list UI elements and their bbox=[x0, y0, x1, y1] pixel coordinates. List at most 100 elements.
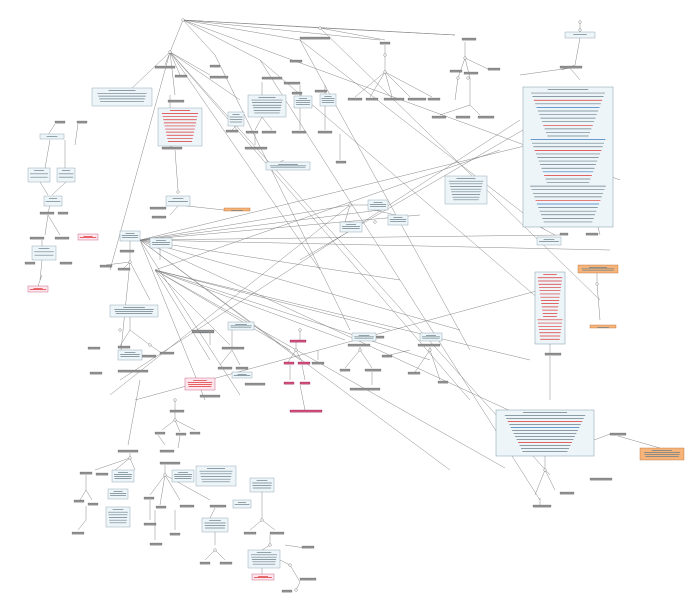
connector-edge bbox=[164, 474, 181, 501]
junction-node bbox=[373, 220, 377, 224]
info-box bbox=[249, 477, 275, 493]
info-box bbox=[319, 93, 337, 107]
connector-edge bbox=[47, 214, 61, 236]
connector-edge bbox=[154, 269, 431, 361]
connector-edge bbox=[369, 71, 386, 98]
label-bar bbox=[291, 130, 307, 134]
info-box bbox=[639, 447, 685, 461]
label-bar bbox=[347, 97, 363, 101]
info-box-frame bbox=[232, 499, 252, 509]
label-bar bbox=[349, 387, 381, 391]
info-box-frame bbox=[31, 245, 57, 261]
junction-node bbox=[318, 26, 322, 30]
info-box bbox=[265, 161, 311, 171]
label-bar bbox=[281, 589, 293, 593]
info-box-frame bbox=[231, 371, 253, 379]
connector-edge bbox=[299, 39, 546, 231]
connector-edge bbox=[289, 564, 301, 583]
label-bar bbox=[365, 97, 379, 101]
info-box bbox=[77, 233, 99, 241]
label-bar bbox=[477, 115, 495, 119]
connector-edge bbox=[154, 149, 501, 271]
node-layer bbox=[24, 18, 685, 593]
connector-edge bbox=[51, 181, 67, 196]
junction-node bbox=[348, 203, 352, 207]
info-box bbox=[227, 321, 255, 331]
label-bar bbox=[339, 368, 351, 372]
label-bar bbox=[76, 120, 88, 124]
connector-edge bbox=[457, 57, 466, 79]
label-bar bbox=[117, 369, 149, 373]
info-box bbox=[367, 199, 389, 211]
connector-edge bbox=[169, 51, 211, 76]
connector-edge bbox=[574, 37, 581, 66]
junction-node bbox=[118, 328, 122, 332]
junction-node bbox=[298, 328, 302, 332]
connector-edge bbox=[169, 51, 181, 76]
connector-edge bbox=[261, 544, 271, 551]
label-bar bbox=[437, 380, 449, 384]
connector-edge bbox=[139, 239, 206, 401]
info-box-frame bbox=[293, 95, 313, 109]
info-box bbox=[107, 488, 129, 500]
info-box-frame bbox=[119, 230, 141, 242]
junction-node bbox=[163, 473, 167, 477]
info-box-frame bbox=[589, 324, 617, 329]
connector-edge bbox=[597, 226, 601, 236]
info-box bbox=[27, 285, 49, 293]
connector-edge bbox=[299, 39, 471, 351]
connector-edge bbox=[154, 269, 346, 341]
connector-edge bbox=[154, 269, 391, 331]
junction-node bbox=[168, 50, 172, 54]
connector-edge bbox=[37, 274, 43, 287]
junction-node bbox=[578, 28, 582, 32]
info-box bbox=[111, 469, 135, 483]
connector-edge bbox=[261, 116, 273, 131]
info-box bbox=[27, 167, 51, 183]
info-box-frame bbox=[319, 93, 337, 107]
connector-edge bbox=[299, 384, 306, 411]
connector-edge bbox=[119, 119, 521, 381]
info-box-frame bbox=[339, 221, 363, 233]
label-bar bbox=[209, 64, 221, 68]
connector-edge bbox=[74, 123, 79, 146]
info-box bbox=[227, 111, 245, 127]
label-bar bbox=[283, 381, 295, 385]
junction-node bbox=[173, 418, 177, 422]
connector-edge bbox=[319, 27, 386, 41]
info-box bbox=[201, 517, 229, 533]
label-bar bbox=[139, 354, 157, 358]
label-bar bbox=[149, 542, 163, 546]
connector-edge bbox=[44, 139, 51, 169]
connector-edge bbox=[169, 205, 179, 216]
info-box bbox=[39, 133, 65, 140]
label-bar bbox=[589, 477, 613, 481]
connector-edge bbox=[359, 349, 373, 369]
label-bar bbox=[59, 261, 73, 265]
junction-node bbox=[543, 468, 547, 472]
info-box bbox=[293, 95, 313, 109]
connector-edge bbox=[519, 67, 571, 76]
connector-edge bbox=[177, 435, 181, 449]
connector-edge bbox=[139, 239, 401, 281]
junction-node bbox=[213, 548, 217, 552]
label-bar bbox=[209, 75, 229, 79]
info-box-frame bbox=[249, 477, 275, 493]
label-bar bbox=[291, 91, 303, 95]
label-bar bbox=[159, 351, 175, 355]
label-bar bbox=[29, 236, 45, 240]
connector-edge bbox=[139, 214, 421, 241]
junction-node bbox=[595, 282, 599, 286]
info-box bbox=[232, 499, 252, 509]
connector-edge bbox=[384, 71, 433, 98]
label-bar bbox=[381, 354, 393, 358]
connector-edge bbox=[129, 329, 151, 346]
connector-edge bbox=[389, 349, 411, 356]
connector-edge bbox=[174, 149, 179, 191]
junction-node bbox=[260, 518, 264, 522]
label-bar bbox=[299, 381, 311, 385]
label-bar bbox=[143, 522, 157, 526]
connector-edge bbox=[154, 269, 506, 469]
connector-edge bbox=[261, 519, 276, 531]
label-bar bbox=[261, 130, 277, 134]
